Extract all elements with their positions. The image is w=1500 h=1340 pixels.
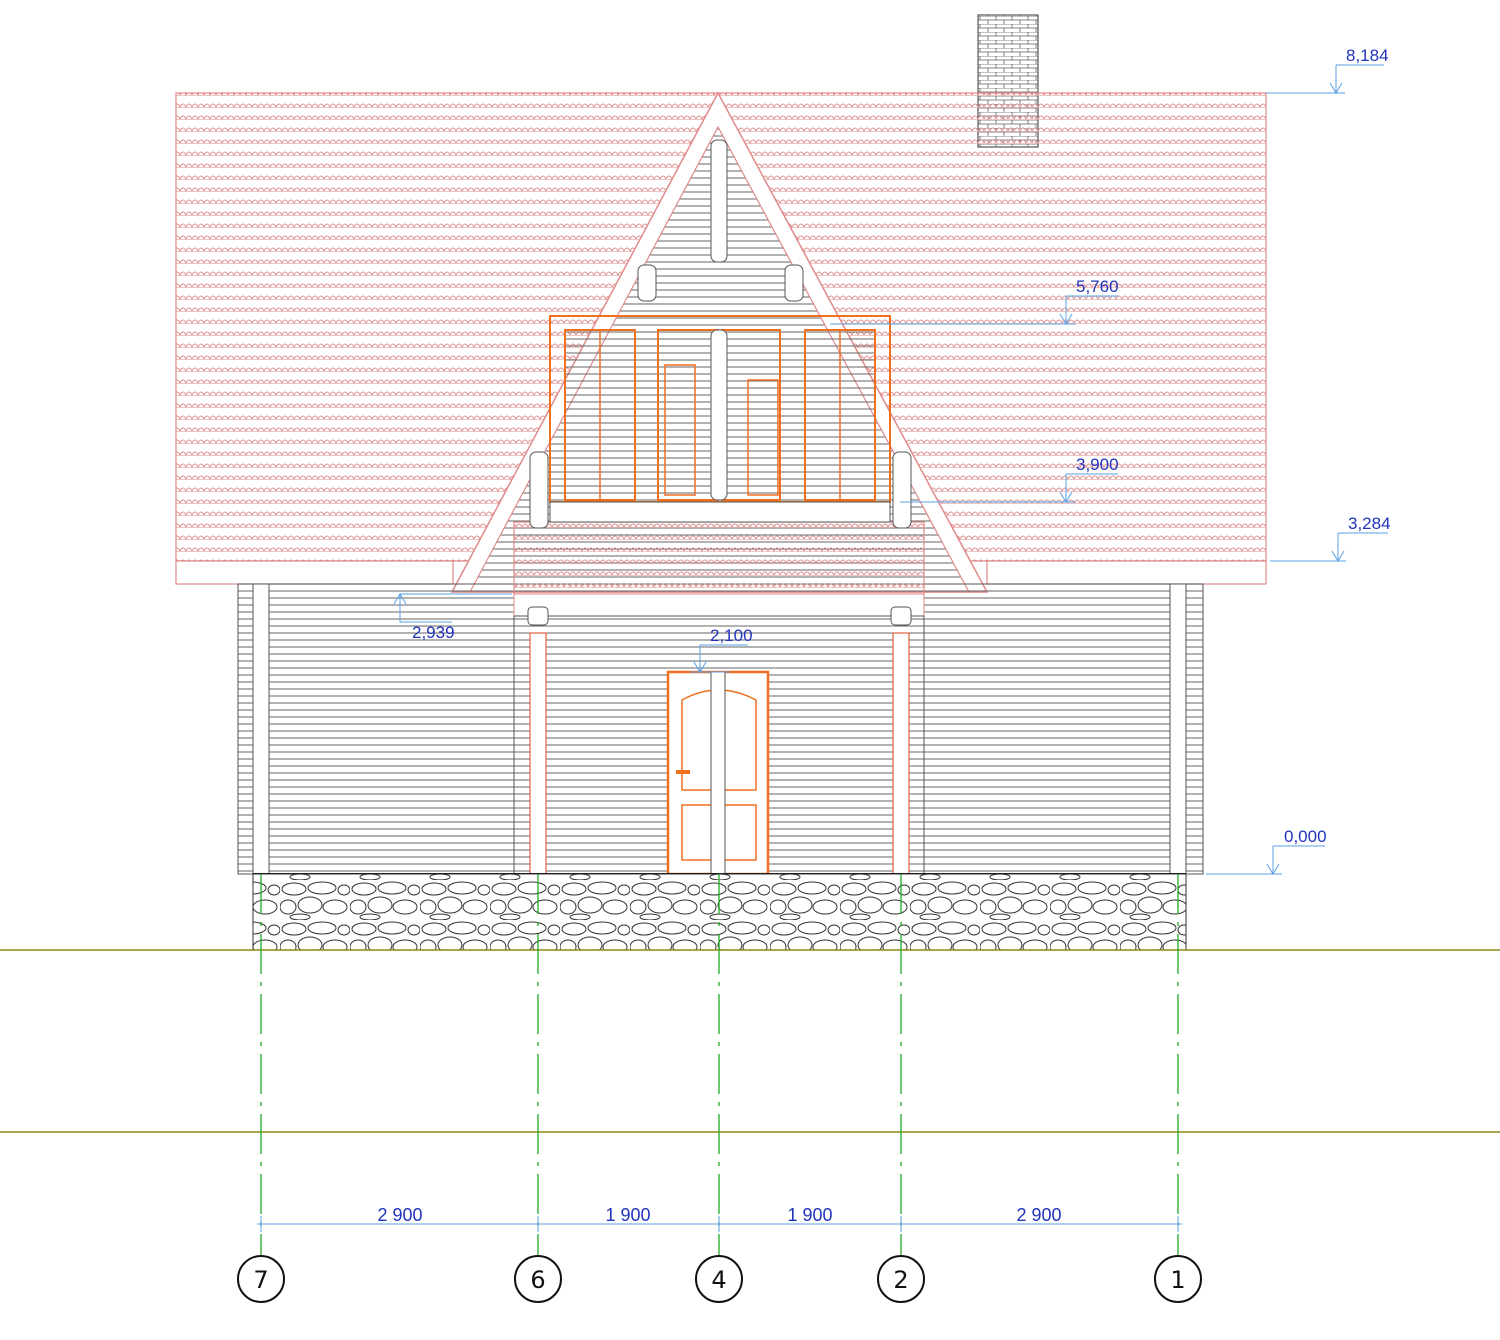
corner-post-right — [1169, 583, 1187, 875]
porch-roof — [513, 521, 925, 595]
roof-eave-left — [175, 560, 454, 585]
dimension-label: 1 900 — [605, 1205, 650, 1225]
elevation-mark: 2,100 — [710, 626, 753, 645]
axis-bubble — [237, 1255, 285, 1303]
dimension-label: 2 900 — [377, 1205, 422, 1225]
porch-post-left — [529, 632, 547, 875]
axis-lines — [260, 874, 1179, 1255]
axis-bubble — [1154, 1255, 1202, 1303]
log-end — [892, 451, 912, 529]
elevation-mark: 3,900 — [1076, 455, 1119, 474]
elevation-mark: 3,284 — [1348, 514, 1391, 533]
elevation-mark: 5,760 — [1076, 277, 1119, 296]
porch-beam — [513, 593, 925, 617]
dimension-label: 2 900 — [1016, 1205, 1061, 1225]
window-center-left — [657, 329, 719, 501]
balcony-door-left — [664, 364, 696, 496]
door-center-post — [710, 671, 726, 875]
log-end — [710, 139, 728, 263]
window-center-right — [721, 329, 781, 501]
log-end — [784, 264, 804, 302]
elevation-mark: 0,000 — [1284, 827, 1327, 846]
porch-post-right — [892, 632, 910, 875]
axis-label: 4 — [711, 1266, 726, 1294]
corner-post-left — [252, 583, 270, 875]
dimension-label: 1 900 — [787, 1205, 832, 1225]
axis-label: 2 — [893, 1266, 908, 1294]
porch-post-cap-right — [890, 606, 912, 626]
axis-bubble — [877, 1255, 925, 1303]
axis-bubble — [514, 1255, 562, 1303]
axis-label: 1 — [1170, 1266, 1185, 1294]
axis-bubble — [695, 1255, 743, 1303]
axis-label: 6 — [530, 1266, 545, 1294]
porch-post-cap-left — [527, 606, 549, 626]
log-end — [637, 264, 657, 302]
log-end — [710, 329, 728, 501]
balcony-door-right — [747, 379, 779, 496]
roof-eave-right — [986, 560, 1267, 585]
elevation-mark: 8,184 — [1346, 46, 1389, 65]
door-handle — [676, 770, 690, 774]
axis-label: 7 — [253, 1266, 268, 1294]
elevation-mark: 2,939 — [412, 623, 455, 642]
log-end — [529, 451, 549, 529]
balcony-rail — [549, 501, 891, 523]
